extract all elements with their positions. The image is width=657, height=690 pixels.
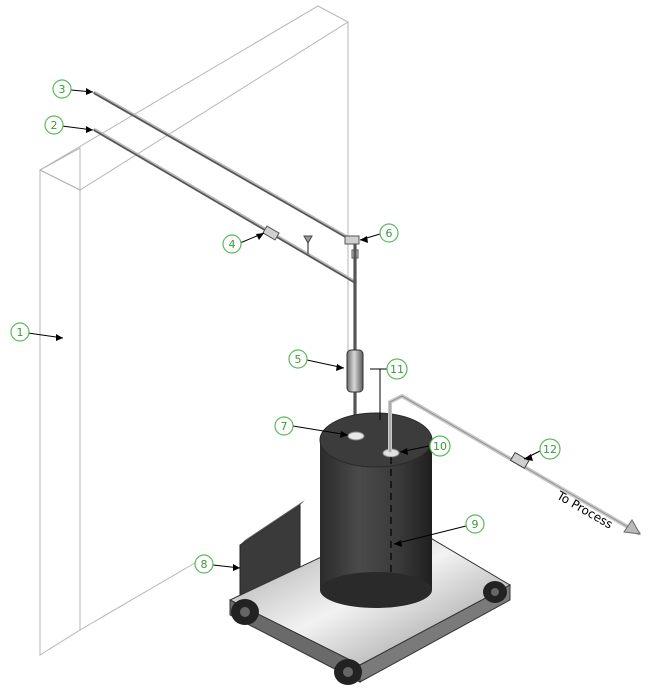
callout-12: 12 xyxy=(539,438,561,460)
pipe-fitting xyxy=(262,225,280,241)
svg-text:6: 6 xyxy=(386,227,393,240)
lower-supply-pipe xyxy=(93,128,357,284)
svg-text:7: 7 xyxy=(281,420,288,433)
svg-text:3: 3 xyxy=(59,83,66,96)
callout-9: 9 xyxy=(465,514,485,534)
callout-11: 11 xyxy=(386,358,408,380)
callout-3: 3 xyxy=(52,79,72,99)
svg-text:12: 12 xyxy=(543,443,557,456)
callout-leaders xyxy=(27,88,543,571)
svg-text:9: 9 xyxy=(472,518,479,531)
svg-text:4: 4 xyxy=(229,238,236,251)
inline-cylinder xyxy=(346,349,364,393)
svg-text:5: 5 xyxy=(295,353,302,366)
svg-text:1: 1 xyxy=(17,326,24,339)
fill-port xyxy=(347,431,365,441)
process-label: To Process xyxy=(554,488,616,532)
callout-6: 6 xyxy=(379,223,399,243)
callout-10: 10 xyxy=(429,435,451,457)
callout-5: 5 xyxy=(288,349,308,369)
svg-text:2: 2 xyxy=(51,119,58,132)
upper-supply-pipe xyxy=(93,91,354,242)
callout-2: 2 xyxy=(44,115,64,135)
wall xyxy=(38,5,349,656)
tee-fitting xyxy=(344,235,360,259)
callout-1: 1 xyxy=(10,322,30,342)
outlet-fitting xyxy=(509,451,530,470)
svg-text:10: 10 xyxy=(433,440,447,453)
callout-4: 4 xyxy=(222,234,242,254)
small-valve xyxy=(303,235,313,255)
svg-text:8: 8 xyxy=(201,558,208,571)
tank xyxy=(319,412,433,608)
callout-7: 7 xyxy=(274,416,294,436)
callout-8: 8 xyxy=(194,554,214,574)
svg-text:11: 11 xyxy=(390,363,404,376)
